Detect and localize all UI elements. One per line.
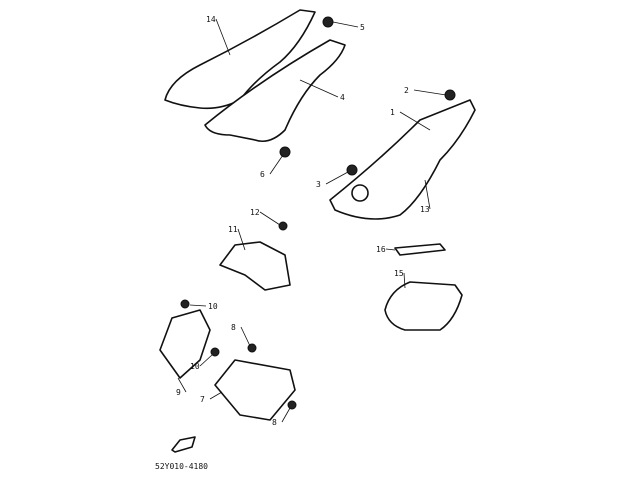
leader-line	[332, 21, 359, 28]
callout-5: 5	[360, 23, 365, 32]
drawing-code: 52Y010-4180	[155, 462, 208, 471]
callout-15: 15	[394, 269, 404, 278]
part-13-emblem	[351, 184, 369, 202]
leader-line	[209, 391, 223, 400]
callout-8: 8	[272, 418, 277, 427]
part-2-grommet	[444, 89, 456, 101]
leader-line	[240, 326, 251, 347]
callout-4: 4	[340, 93, 345, 102]
part-4-side-cover	[204, 39, 346, 143]
part-14-cover	[164, 9, 316, 110]
part-10-grommet-b	[210, 347, 220, 357]
part-12-grommet	[278, 221, 288, 231]
part-11-bracket	[219, 241, 291, 291]
callout-10: 10	[208, 302, 218, 311]
leader-line	[413, 89, 447, 96]
leader-line	[403, 272, 406, 289]
leader-line	[177, 377, 187, 393]
leader-line	[299, 79, 339, 98]
leader-line	[281, 407, 291, 423]
callout-12: 12	[250, 208, 260, 217]
part-16-strap	[394, 243, 446, 256]
part-10-grommet-a	[180, 299, 190, 309]
leader-line	[399, 111, 431, 131]
leader-line	[385, 248, 396, 251]
callout-14: 14	[206, 15, 216, 24]
leader-line	[259, 211, 281, 226]
part-6-grommet	[279, 146, 291, 158]
part-3-grommet	[346, 164, 358, 176]
part-8-grommet-b	[287, 400, 297, 410]
leader-line	[237, 228, 246, 251]
leader-line	[189, 304, 207, 307]
part-7-cover	[214, 359, 296, 421]
part-9-bracket	[159, 309, 211, 379]
leader-line	[325, 171, 349, 185]
callout-11: 11	[228, 225, 238, 234]
callout-1: 1	[390, 108, 395, 117]
leader-line	[199, 354, 213, 367]
callout-8: 8	[231, 323, 236, 332]
callout-2: 2	[404, 86, 409, 95]
callout-16: 16	[376, 245, 386, 254]
callout-13: 13	[420, 205, 430, 214]
leader-line	[424, 179, 431, 210]
part-5-grommet	[322, 16, 334, 28]
callout-6: 6	[260, 170, 265, 179]
callout-10: 10	[190, 362, 200, 371]
callout-7: 7	[200, 395, 205, 404]
part-15-pouch	[384, 281, 463, 331]
leader-line	[269, 154, 284, 175]
leader-line	[215, 18, 231, 56]
orientation-icon	[171, 436, 196, 453]
callout-3: 3	[316, 180, 321, 189]
part-1-side-cover	[329, 99, 476, 220]
callout-9: 9	[176, 388, 181, 397]
